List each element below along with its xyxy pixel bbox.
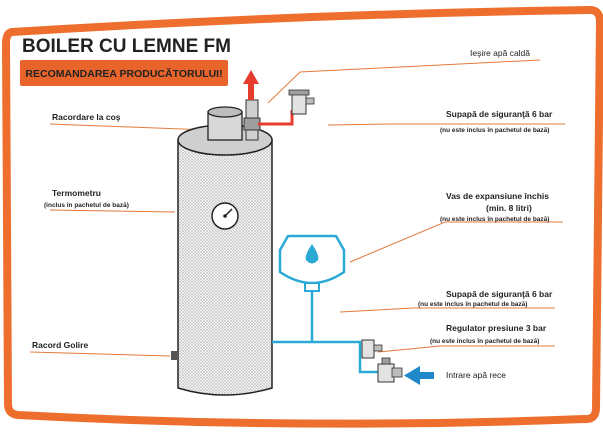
bottom-valves (361, 339, 403, 383)
expansion-vessel (278, 234, 346, 292)
recommendation-banner (20, 60, 228, 86)
label-safety-valve-top: Supapă de siguranţă 6 bar (446, 109, 553, 119)
valve-icon (288, 89, 315, 115)
recommendation-banner-text: RECOMANDAREA PRODUCĂTORULUI! (25, 67, 222, 80)
arrow-left-icon (404, 366, 434, 385)
cold-water-piping (272, 288, 392, 374)
label-inlet: Intrare apă rece (446, 370, 506, 380)
label-safety-valve-bottom-note: (nu este inclus în pachetul de bază) (418, 301, 527, 308)
label-chimney: Racordare la coş (52, 112, 121, 122)
label-safety-valve-top-note: (nu este inclus în pachetul de bază) (440, 127, 549, 134)
hot-water-outlet (243, 70, 294, 141)
label-expansion-sub: (min. 8 litri) (486, 203, 532, 213)
label-drain: Racord Golire (32, 340, 88, 350)
gauge-icon (211, 202, 239, 230)
card-frame (1, 5, 603, 428)
label-regulator-note: (nu este inclus în pachetul de bază) (430, 338, 539, 345)
arrow-up-icon (243, 70, 259, 100)
water-drop-icon (305, 244, 319, 264)
boiler-tank (177, 124, 273, 396)
chimney-connector (207, 106, 243, 141)
label-expansion: Vas de expansiune închis (446, 191, 549, 201)
label-outlet: Ieşire apă caldă (470, 48, 530, 58)
leader-lines (29, 59, 565, 357)
label-safety-valve-bottom: Supapă de siguranţă 6 bar (446, 289, 553, 299)
label-regulator: Regulator presiune 3 bar (446, 323, 547, 333)
label-expansion-note: (nu este inclus în pachetul de bază) (440, 216, 549, 223)
page-title: BOILER CU LEMNE FM (22, 36, 231, 57)
label-thermometer: Termometru (52, 188, 101, 198)
drain-connector (171, 351, 179, 360)
label-thermometer-note: (inclus în pachetul de bază) (44, 202, 129, 209)
